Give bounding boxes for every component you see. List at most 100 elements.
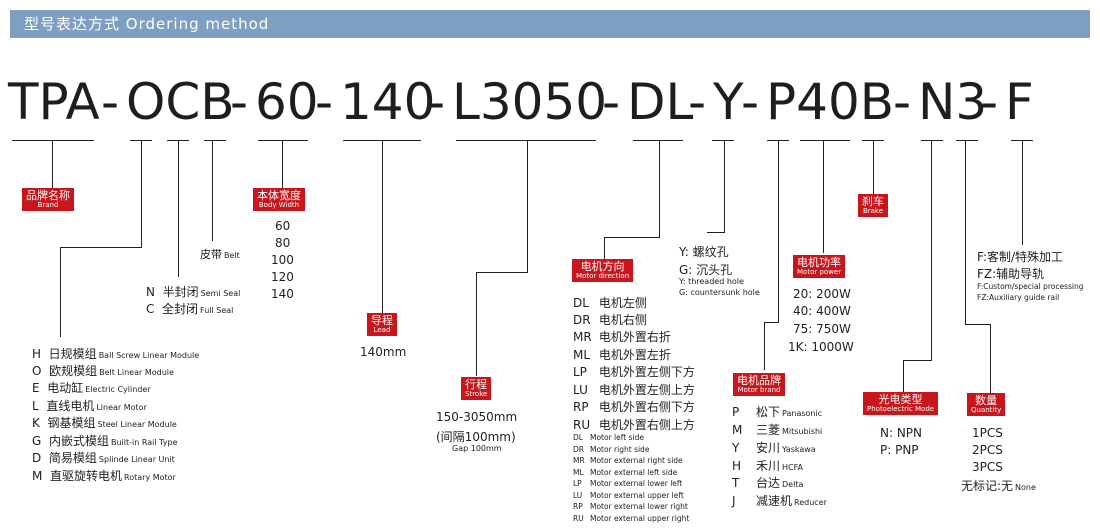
leader-line [965, 324, 991, 325]
underline [633, 140, 683, 141]
tag-label-en: Stroke [465, 390, 488, 398]
brand-tag: 品牌名称 Brand [22, 188, 74, 211]
underline [130, 140, 152, 141]
tag-label-zh: 品牌名称 [26, 189, 70, 202]
width-value: 120 [271, 270, 294, 284]
underline [800, 140, 850, 141]
direction-tag: 电机方向 Motor direction [572, 259, 634, 282]
leader-line [60, 247, 61, 337]
code-separator: - [741, 73, 760, 131]
underline [204, 140, 226, 141]
lead-value: 140mm [360, 345, 407, 359]
code-separator: - [980, 73, 999, 131]
tag-label-zh: 刹车 [862, 195, 884, 208]
tag-label-en: Brand [37, 201, 59, 209]
quantity-item: 1PCS [972, 426, 1003, 440]
tag-label-zh: 电机品牌 [737, 374, 781, 387]
underline [1011, 140, 1033, 141]
direction-item: ML 电机外置左折 [573, 348, 671, 362]
stroke-gap-en: Gap 100mm [452, 444, 502, 453]
stroke-gap: (间隔100mm) [436, 430, 516, 444]
direction-item: RP 电机外置右侧下方 [573, 400, 695, 414]
quantity-tag: 数量 Quantity [967, 393, 1006, 416]
leader-line [178, 141, 179, 277]
hole-g-en: G: countersunk hole [679, 288, 760, 297]
custom-f-en: F:Custom/special processing [977, 282, 1084, 291]
leader-line [282, 141, 283, 188]
leader-line [141, 141, 142, 248]
leader-line [990, 324, 991, 393]
leader-line [476, 272, 477, 376]
power-item: 75: 750W [793, 322, 851, 336]
width-value: 80 [275, 236, 291, 250]
hole-g: G: 沉头孔 [679, 263, 733, 277]
tag-label-en: Motor brand [737, 386, 781, 394]
leader-line [931, 141, 932, 361]
power-tag: 电机功率 Motor power [793, 255, 846, 278]
code-segment: DL [627, 73, 694, 131]
width-value: 100 [271, 253, 294, 267]
photo-item: N: NPN [880, 426, 923, 440]
leader-line [382, 141, 383, 313]
leader-line [604, 237, 605, 259]
power-item: 40: 400W [793, 304, 851, 318]
leader-line [764, 322, 765, 370]
code-segment: 140 [340, 73, 436, 131]
code-separator: - [427, 73, 446, 131]
width-value: 60 [275, 219, 291, 233]
power-item: 20: 200W [793, 287, 851, 301]
leader-line [52, 141, 53, 188]
code-separator: - [893, 73, 912, 131]
width-tag: 本体宽度 Body Width [253, 188, 305, 211]
tag-label-en: Lead [373, 326, 391, 334]
code-separator: - [230, 73, 249, 131]
tag-label-en: Brake [862, 207, 884, 215]
leader-line [778, 141, 779, 323]
stroke-tag: 行程 Stroke [461, 377, 492, 400]
leader-line [212, 141, 213, 241]
code-segment: N3 [918, 73, 988, 131]
code-segment: L3050 [452, 73, 608, 131]
underline [921, 140, 943, 141]
custom-fz-en: FZ:Auxiliary guide rail [977, 293, 1060, 302]
leader-line [724, 141, 725, 233]
direction-item: DL 电机左侧 [573, 296, 647, 310]
underline [956, 140, 978, 141]
hole-y: Y: 螺纹孔 [679, 245, 729, 259]
leader-line [903, 360, 904, 392]
leader-line [707, 232, 725, 233]
direction-item: RU 电机外置右侧上方 [573, 418, 695, 432]
quantity-item: 2PCS [972, 443, 1003, 457]
tag-label-en: Motor power [797, 268, 842, 276]
underline [343, 140, 421, 141]
underline [456, 140, 596, 141]
quantity-item: 3PCS [972, 460, 1003, 474]
code-separator: - [101, 73, 120, 131]
tag-label-en: Photoelectric Mode [867, 405, 935, 413]
leader-line [60, 247, 142, 248]
brake-tag: 刹车 Brake [858, 194, 888, 217]
direction-item: MR 电机外置右折 [573, 330, 671, 344]
underline [767, 140, 789, 141]
tag-label-zh: 行程 [465, 378, 488, 391]
code-separator: - [602, 73, 621, 131]
